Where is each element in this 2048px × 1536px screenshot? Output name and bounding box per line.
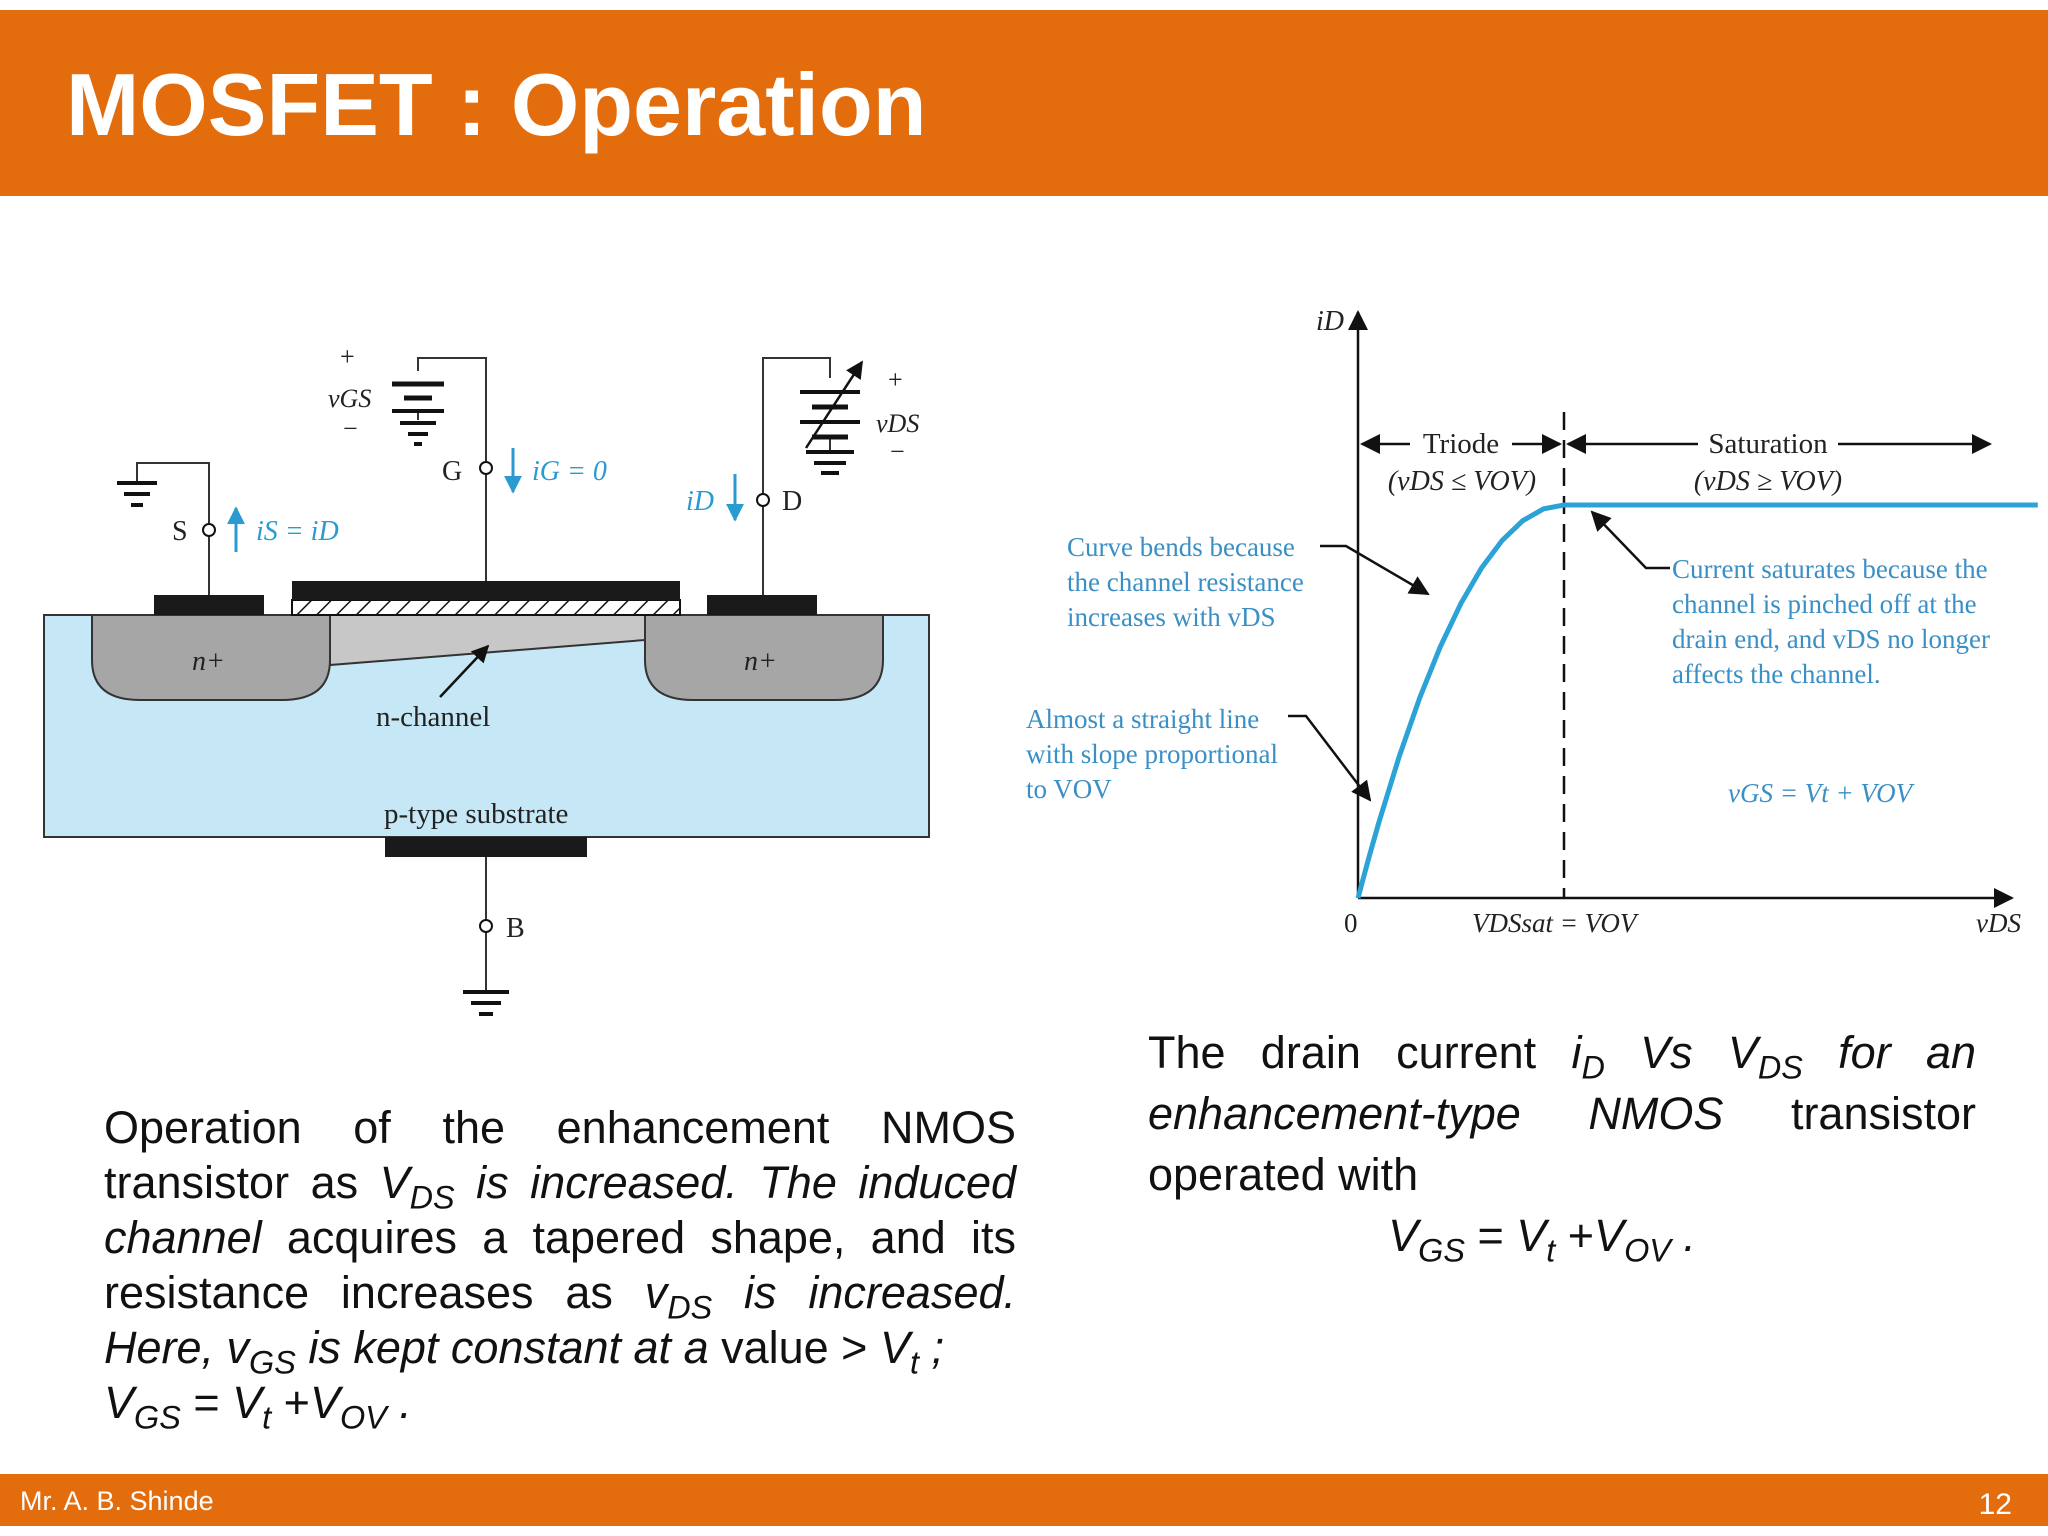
gate-oxide: [291, 599, 681, 616]
body-terminal-node: [479, 919, 493, 933]
y-axis-label: iD: [1316, 306, 1344, 337]
vgs-condition-label: vGS = Vt + VOV: [1728, 778, 1916, 808]
title-bar: MOSFET : Operation: [0, 10, 2048, 196]
id-vs-vds-graph: iD vDS 0 VDSsat = VOV Triode (vDS ≤ VOV)…: [1026, 306, 2038, 938]
linear-annotation-line-3: to VOV: [1026, 774, 1112, 804]
linear-annotation-line-2: with slope proportional: [1026, 739, 1278, 769]
source-contact: [154, 595, 264, 615]
saturate-annotation-line-3: drain end, and vDS no longer: [1672, 624, 1990, 654]
saturate-annotation-line-1: Current saturates because the: [1672, 554, 1988, 584]
bend-annotation-line-3: increases with vDS: [1067, 602, 1275, 632]
saturation-label: Saturation: [1708, 428, 1828, 460]
body-contact: [385, 837, 587, 857]
linear-annotation-line-1: Almost a straight line: [1026, 704, 1259, 734]
vds-lower-symbol: vDS is increased. Here, vGS is kept cons…: [104, 1267, 1017, 1381]
gate-current-label: iG = 0: [532, 456, 607, 487]
saturate-pointer-arrow: [1590, 510, 1670, 570]
channel-pointer-arrow: [439, 644, 490, 698]
left-caption-text-2: acquires a tapered shape, and its resist…: [104, 1212, 1016, 1318]
vds-plus-label: +: [888, 365, 903, 394]
saturate-annotation-line-4: affects the channel.: [1672, 659, 1881, 689]
footer-author: Mr. A. B. Shinde: [20, 1486, 214, 1516]
drain-current-label: iD: [686, 486, 714, 517]
vds-variable-battery-symbol: [800, 360, 864, 475]
linear-pointer-arrow: [1288, 714, 1372, 802]
vgs-battery-symbol: [392, 381, 444, 446]
drain-current-curve: [1355, 502, 2038, 899]
left-caption-equation: VGS = Vt +VOV .: [104, 1377, 412, 1436]
id-vs-vds-symbol: iD Vs VDS for an enhancement-type NMOS: [1148, 1027, 1976, 1139]
bend-pointer-arrow: [1320, 544, 1430, 596]
vds-label: vDS: [876, 409, 919, 438]
left-caption: Operation of the enhancement NMOS transi…: [104, 1100, 1017, 1436]
drain-nplus-region: [644, 614, 884, 701]
right-caption-text-1: The drain current: [1148, 1027, 1572, 1078]
vt-symbol: Vt ;: [879, 1322, 944, 1381]
gate-terminal-label: G: [442, 456, 462, 487]
triode-label: Triode: [1423, 428, 1499, 460]
vgs-plus-label: +: [340, 342, 355, 371]
page-number: 12: [1978, 1488, 2012, 1521]
drain-terminal-label: D: [782, 486, 802, 517]
left-caption-text-3: value >: [708, 1322, 880, 1373]
body-terminal-label: B: [506, 913, 525, 944]
source-terminal-node: [202, 523, 216, 537]
x-axis-label: vDS: [1976, 908, 2021, 938]
n-channel-label: n-channel: [376, 701, 490, 733]
footer-bar: Mr. A. B. Shinde 12: [0, 1474, 2048, 1526]
vds-minus-label: −: [890, 437, 905, 466]
triode-condition: (vDS ≤ VOV): [1388, 466, 1536, 497]
saturate-annotation-line-2: channel is pinched off at the: [1672, 589, 1977, 619]
mosfet-cross-section-diagram: + vGS − G iG = 0 S iS = iD iD D + vDS − …: [43, 342, 930, 1016]
drain-terminal-node: [756, 493, 770, 507]
gate-electrode: [292, 581, 680, 600]
left-caption-text-1: Operation of the enhancement NMOS transi…: [104, 1102, 1016, 1208]
source-nplus-label: n+: [192, 646, 225, 677]
source-current-label: iS = iD: [256, 516, 339, 547]
body-ground-icon: [463, 990, 509, 1016]
drain-nplus-label: n+: [744, 646, 777, 677]
source-nplus-region: [91, 614, 331, 701]
drain-contact: [707, 595, 817, 615]
origin-label: 0: [1344, 908, 1358, 938]
substrate-label: p-type substrate: [384, 798, 568, 830]
right-caption-text-2: transistor operated with: [1148, 1088, 1976, 1200]
bend-annotation-line-1: Curve bends because: [1067, 532, 1295, 562]
source-ground-icon: [117, 481, 157, 507]
vgs-minus-label: −: [343, 414, 358, 443]
vgs-label: vGS: [328, 384, 371, 413]
vds-symbol: VDS is increased. The induced channel: [104, 1157, 1016, 1263]
bend-annotation-line-2: the channel resistance: [1067, 567, 1304, 597]
saturation-condition: (vDS ≥ VOV): [1694, 466, 1842, 497]
vdssat-label: VDSsat = VOV: [1472, 908, 1640, 938]
right-caption: The drain current iD Vs VDS for an enhan…: [1148, 1022, 1976, 1269]
slide-title: MOSFET : Operation: [66, 55, 927, 154]
right-caption-equation: VGS = Vt +VOV .: [1388, 1210, 1696, 1269]
gate-terminal-node: [479, 461, 493, 475]
source-terminal-label: S: [172, 516, 188, 547]
